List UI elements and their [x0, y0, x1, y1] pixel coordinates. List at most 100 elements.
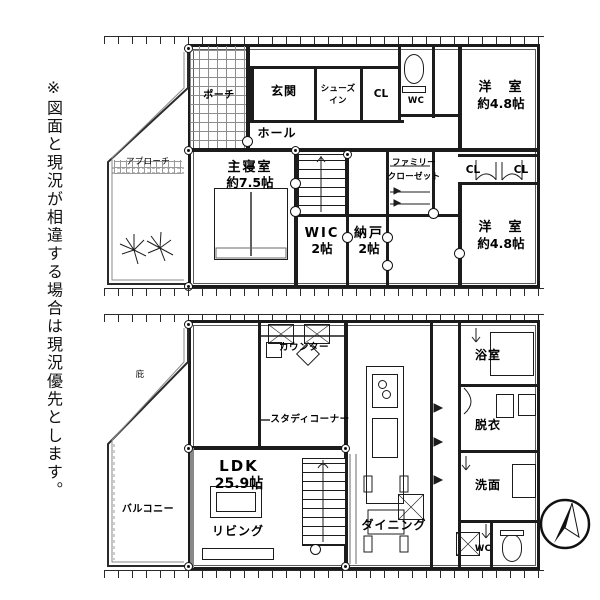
wall-closet-band-top: [458, 154, 540, 157]
disclaimer-note: ※図面と現況が相違する場合は現況優先とします。: [44, 78, 63, 500]
room-area-ldk: 25.9帖: [214, 476, 264, 492]
garden-shrub-icon: [119, 231, 174, 265]
room-label-dining: ダイニング: [361, 518, 427, 532]
toilet-bowl-upper: [404, 54, 424, 84]
opening-marker: [342, 232, 353, 243]
room-area-master: 約7.5帖: [226, 175, 274, 190]
lower-floor-plan: カウンター スタディコーナー LDK 25.9帖 リビング ダイニング バルコニ…: [98, 314, 546, 580]
room-label-cl-left: CL: [465, 164, 481, 176]
kitchen-sink: [372, 418, 398, 458]
wall-wc-south: [398, 114, 458, 117]
room-label-hall: ホール: [257, 126, 297, 140]
opening-marker: [310, 544, 321, 555]
room-label-approach: アプローチ: [125, 157, 170, 167]
wall-wic-north: [294, 214, 460, 217]
room-label-western-2: 洋 室: [478, 220, 524, 235]
washbasin: [512, 464, 536, 498]
wall-western1-west: [458, 46, 462, 152]
wall-corridor-west-upper: [430, 322, 433, 446]
wall-ldk-east: [344, 448, 348, 568]
wall-western2-west: [458, 184, 462, 288]
toilet-tank-lower: [500, 530, 524, 536]
dimension-strip-top-lower: [104, 314, 544, 322]
wall-wic-east: [386, 214, 389, 288]
bathtub: [490, 332, 534, 376]
room-label-family-cl-1: ファミリー: [391, 158, 436, 168]
column-node: [184, 44, 193, 53]
wall-study-east: [258, 322, 261, 448]
wall-shoesin-west: [314, 68, 317, 122]
opening-marker: [382, 260, 393, 271]
approach-tile-hatch: [114, 160, 182, 174]
level-marker: [242, 136, 253, 147]
stair-direction-lower: [317, 454, 357, 564]
wall-datsui-south: [458, 450, 540, 453]
room-area-wic: 2帖: [311, 241, 333, 256]
vanity-cabinet: [518, 394, 536, 416]
opening-marker: [290, 206, 301, 217]
dimension-strip-bottom: [104, 288, 544, 296]
room-label-wc-lower: WC: [474, 544, 492, 554]
opening-marker: [290, 178, 301, 189]
opening-marker: [454, 248, 465, 259]
cabinet-icon: [268, 324, 294, 344]
wall-corridor-west-lower: [430, 446, 433, 568]
room-label-balcony: バルコニー: [121, 504, 175, 515]
storage-icon: [398, 494, 424, 520]
column-node: [184, 320, 193, 329]
column-node: [184, 444, 193, 453]
lower-outer-wall: [188, 320, 540, 570]
wall-cl-south: [360, 120, 404, 123]
living-table: [216, 492, 256, 512]
wall-master-east: [294, 152, 298, 288]
upper-staircase: [298, 154, 346, 216]
wall-hall-south: [190, 148, 540, 152]
room-label-wc-upper: WC: [407, 96, 425, 106]
room-label-porch: ポーチ: [203, 90, 235, 101]
wall-closet-band-bottom: [458, 182, 540, 185]
closet-door-swings: [475, 160, 523, 181]
room-label-cl-right: CL: [513, 164, 529, 176]
kitchen-cooktop: [372, 374, 398, 408]
dimension-strip-top: [104, 36, 544, 44]
porch-tile-hatch: [190, 46, 248, 150]
room-area-western-1: 約4.8帖: [477, 96, 525, 111]
room-label-ldk: LDK: [219, 457, 259, 475]
washing-machine: [496, 394, 514, 418]
room-label-bath: 浴室: [474, 348, 501, 362]
tv-board: [202, 548, 274, 560]
wall-waterblock-west: [458, 322, 461, 568]
bed-detail: [215, 192, 287, 259]
dining-furniture: [363, 475, 409, 553]
room-label-counter: カウンター: [278, 342, 329, 353]
stair-direction-upper: [316, 156, 326, 212]
room-label-eaves: 庇: [135, 370, 145, 380]
compass-north-icon: [538, 497, 592, 551]
room-label-genkan: 玄関: [270, 84, 297, 98]
wall-familycl-west: [386, 152, 389, 216]
wall-wc-west: [432, 46, 435, 118]
wall-familycl-east: [432, 152, 435, 216]
wall-wc-lower-east: [490, 522, 493, 568]
wall-shoesin-east: [360, 68, 363, 122]
room-area-nando: 2帖: [358, 241, 380, 256]
wall-cl-east: [398, 46, 401, 122]
room-label-master: 主寝室: [227, 160, 273, 175]
opening-marker: [382, 232, 393, 243]
room-label-western-1: 洋 室: [478, 80, 524, 95]
lower-staircase: [302, 458, 346, 546]
column-node: [291, 146, 300, 155]
room-label-shoesin-2: イン: [329, 96, 347, 106]
room-label-study: スタディコーナー: [270, 414, 350, 425]
wall-genkan-west: [250, 68, 254, 122]
opening-marker: [428, 208, 439, 219]
door-swing-arcs: [433, 328, 491, 539]
toilet-tank-upper: [402, 86, 426, 93]
room-label-cl-entry: CL: [373, 88, 389, 100]
room-label-shoesin-1: シューズ: [320, 84, 356, 94]
room-label-living: リビング: [211, 524, 264, 538]
wall-bath-south: [458, 384, 540, 387]
column-node: [343, 150, 352, 159]
wall-study-east2: [344, 322, 348, 450]
closet-rod-lines: [390, 165, 430, 207]
